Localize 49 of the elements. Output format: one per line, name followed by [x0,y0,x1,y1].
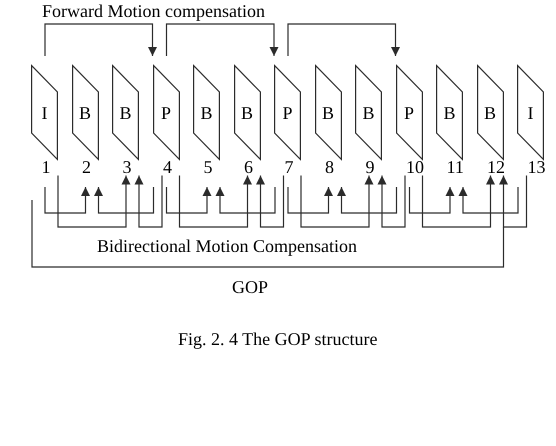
arrow [94,187,154,214]
frame-number: 1 [42,158,50,176]
frame-number: 7 [284,158,294,176]
arrow [44,187,90,214]
frame-number: 12 [487,158,505,176]
arrow [337,187,398,214]
figure-caption: Fig. 2. 4 The GOP structure [178,330,378,348]
arrow [378,176,406,228]
frame-number: 13 [528,158,546,176]
arrow [44,23,157,56]
frame-type-label: P [404,104,414,122]
frame-number: 8 [325,158,334,176]
annotation-text: Forward Motion compensation [42,2,265,20]
arrow [57,176,130,228]
frame-number: 4 [163,158,172,176]
frame-number: 3 [122,158,132,176]
frame-type-label: B [444,104,456,122]
annotation-text: GOP [232,278,268,296]
annotation-text: Bidirectional Motion Compensation [97,237,357,255]
arrow [134,176,163,228]
arrow [458,187,519,214]
frame-type-label: B [120,104,132,122]
frame-type-label: B [200,104,212,122]
arrow [422,176,495,228]
frame-type-label: B [322,104,334,122]
arrow [499,176,528,228]
arrow [216,187,276,214]
frame-type-label: B [362,104,374,122]
arrow [287,23,400,56]
arrow [256,176,284,228]
frame-number: 6 [244,158,253,176]
frame-number: 10 [406,158,424,176]
frame-type-label: B [241,104,253,122]
frame-type-label: B [484,104,496,122]
frame-number: 9 [366,158,374,176]
arrow [408,187,454,214]
frame-type-label: B [79,104,91,122]
frame-number: 11 [446,158,464,176]
frame-number: 2 [82,158,91,176]
frame-number: 5 [204,158,212,176]
arrow [178,176,252,228]
arrow [166,23,278,56]
arrow [300,176,374,228]
arrow [166,187,212,214]
frame-type-label: I [528,104,534,122]
frame-type-label: P [161,104,171,122]
frame-type-label: I [42,104,48,122]
frame-type-label: P [282,104,292,122]
arrow [287,187,333,214]
